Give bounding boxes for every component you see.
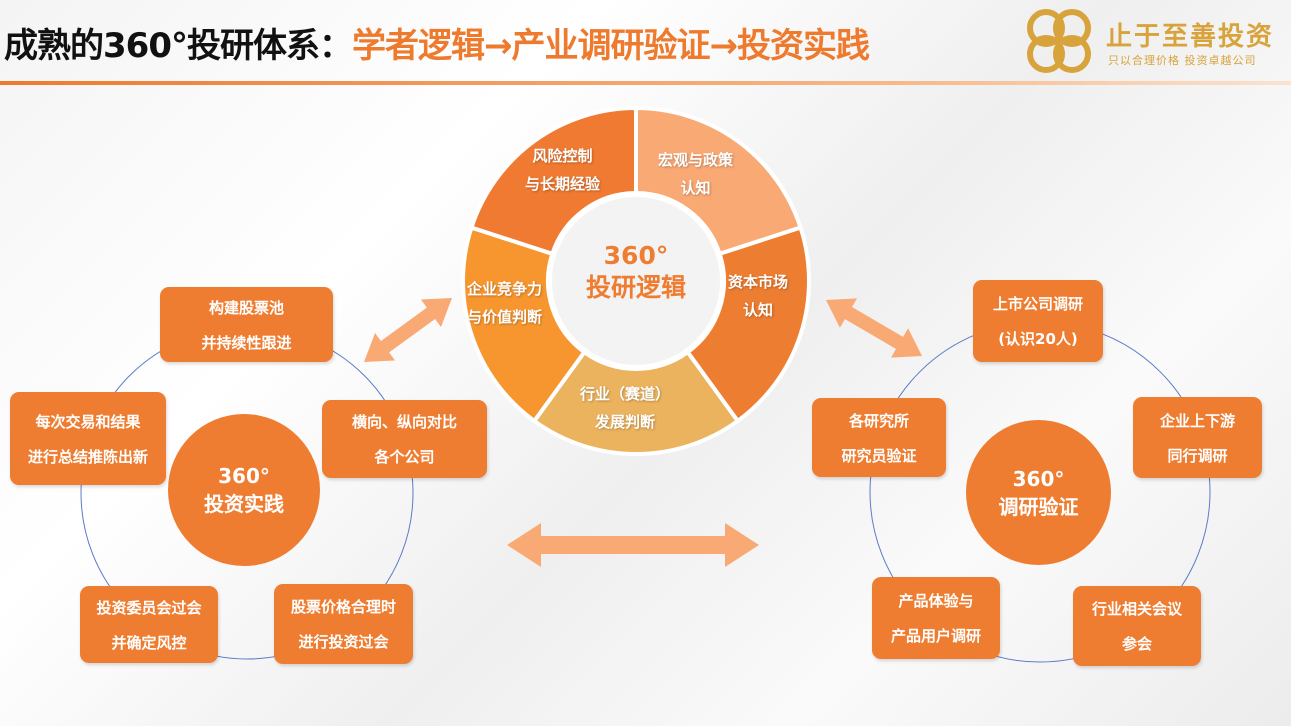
research-center: 360° 调研验证 [966,420,1111,565]
segment-label: 认知 [743,301,774,319]
practice-item-stock-pool: 构建股票池并持续性跟进 [160,287,333,362]
item-label: 构建股票池 [208,298,284,317]
research-item-supply-chain: 企业上下游同行调研 [1133,397,1262,478]
segment-label: 企业竞争力 [467,280,543,298]
practice-item-summary: 每次交易和结果进行总结推陈出新 [10,392,166,485]
segment-macro: 宏观与政策认知 [658,146,733,202]
item-label: 进行投资过会 [298,633,389,651]
segment-label: 认知 [680,179,711,197]
center-label: 调研验证 [998,494,1079,519]
item-label: 研究员验证 [841,446,917,465]
research-item-product: 产品体验与产品用户调研 [872,577,1000,659]
double-arrow-bottom [507,523,759,567]
title-underline [0,81,1291,85]
logo-name: 止于至善投资 [1106,22,1275,52]
logo-knot-icon [1027,9,1091,73]
item-label: 产品用户调研 [890,627,981,645]
donut-hole [548,193,724,369]
research-item-listed-company: 上市公司调研 (认识20人) [973,280,1103,362]
logic-center-line2: 投研逻辑 [585,273,686,302]
segment-label: 与价值判断 [467,308,543,326]
research-item-conference: 行业相关会议参会 [1073,586,1201,666]
item-label: 上市公司调研 [992,295,1083,313]
page-title: 成熟的360°投研体系：学者逻辑→产业调研验证→投资实践 [4,18,870,67]
segment-industry: 行业（赛道） 发展判断 [580,380,670,436]
item-label: 各个公司 [374,448,435,466]
practice-item-committee: 投资委员会过会并确定风控 [80,586,218,663]
item-label: 并确定风控 [111,633,187,652]
segment-label: 宏观与政策 [658,151,734,169]
center-label: 360° [1012,466,1065,491]
logic-center-label: 360° 投研逻辑 [566,240,706,304]
item-label: 参会 [1121,635,1152,653]
center-label: 投资实践 [204,492,284,516]
logic-center-line1: 360° [603,241,669,270]
item-label: (认识20人) [998,330,1078,348]
item-label: 各研究所 [848,411,909,430]
segment-label: 发展判断 [595,413,656,431]
item-label: 并持续性跟进 [201,333,292,352]
title-part-2: 学者逻辑→产业调研验证→投资实践 [351,26,870,66]
research-item-brokers: 各研究所研究员验证 [812,398,946,477]
title-part-1: 成熟的360°投研体系： [4,26,353,66]
item-label: 进行总结推陈出新 [27,447,148,466]
logic-donut [461,105,811,456]
practice-item-compare: 横向、纵向对比各个公司 [322,400,487,478]
company-logo: 止于至善投资 只以合理价格 投资卓越公司 [1022,6,1282,76]
item-label: 横向、纵向对比 [351,413,457,431]
item-label: 同行调研 [1167,446,1228,465]
segment-capital-market: 资本市场认知 [728,268,788,324]
segment-risk-control: 风险控制与长期经验 [525,142,600,198]
segment-label: 行业（赛道） [580,385,671,403]
item-label: 股票价格合理时 [290,598,396,616]
segment-label: 与长期经验 [525,175,601,193]
segment-label: 资本市场 [728,273,789,291]
item-label: 企业上下游 [1159,411,1235,430]
practice-center: 360° 投资实践 [168,414,320,566]
item-label: 产品体验与 [898,592,974,610]
item-label: 每次交易和结果 [35,412,141,431]
logo-slogan: 只以合理价格 投资卓越公司 [1108,54,1257,67]
double-arrow-right [826,298,922,358]
center-label: 360° [218,464,270,488]
practice-item-invest-review: 股票价格合理时进行投资过会 [274,584,413,664]
segment-competitiveness: 企业竞争力与价值判断 [467,275,542,331]
item-label: 行业相关会议 [1091,600,1182,618]
segment-label: 风险控制 [532,147,593,165]
double-arrow-left [364,298,452,362]
item-label: 投资委员会过会 [96,598,202,617]
